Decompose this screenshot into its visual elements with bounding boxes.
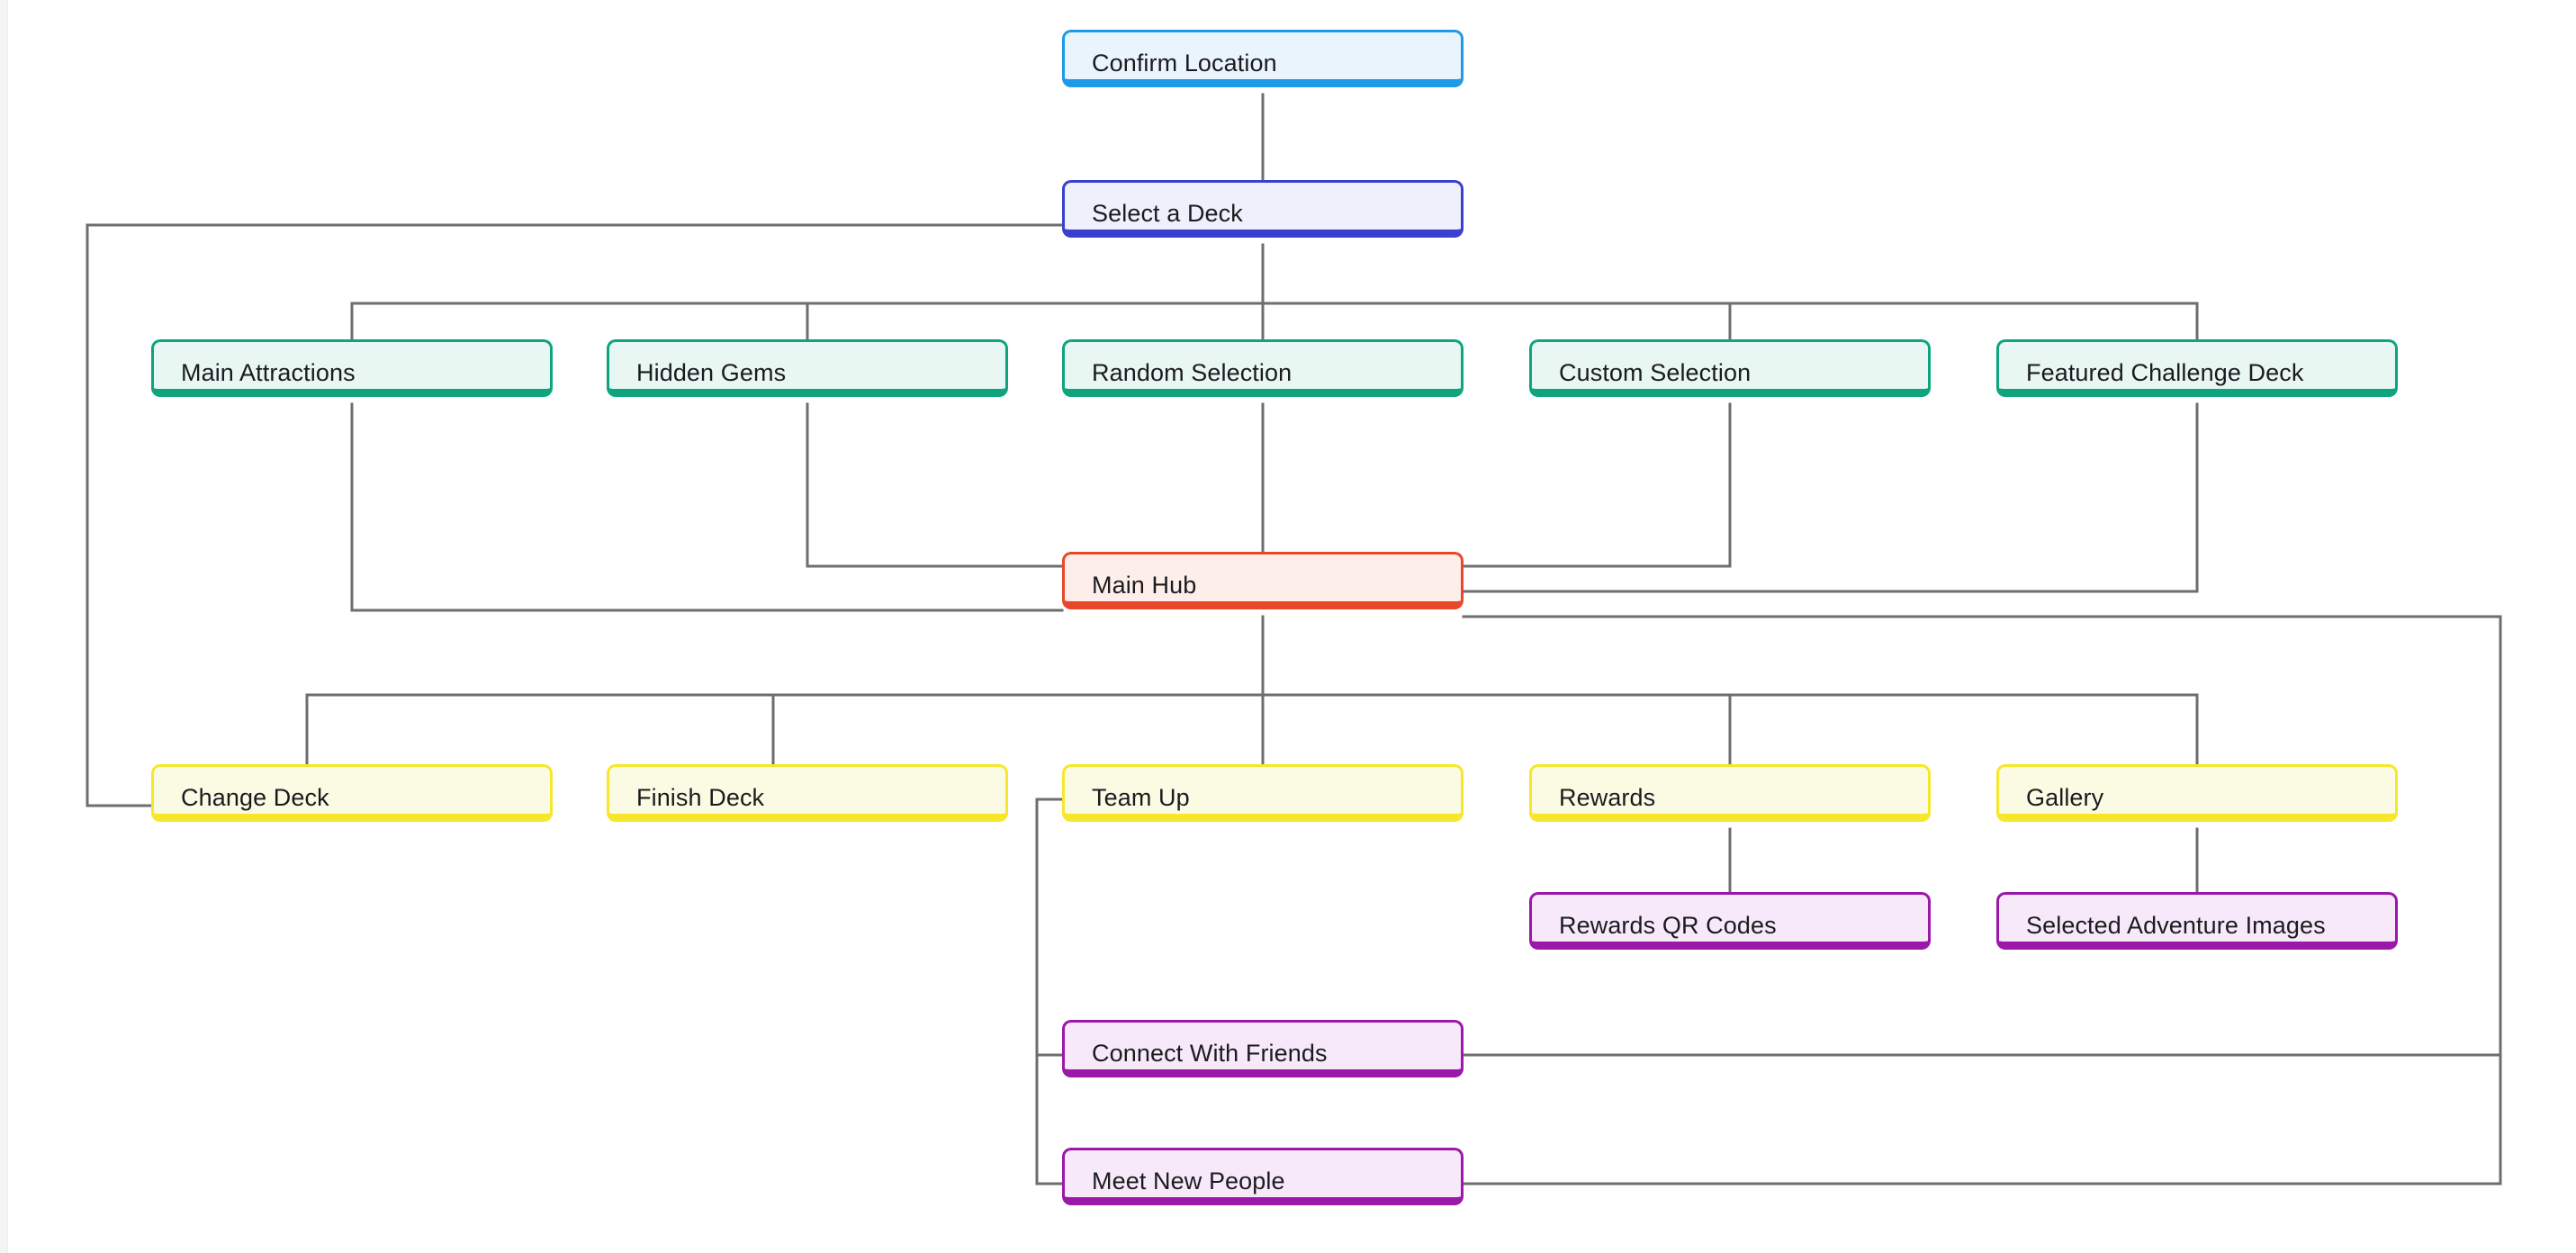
node-featured-deck[interactable]: Featured Challenge Deck xyxy=(1996,339,2398,397)
node-label: Custom Selection xyxy=(1559,359,1752,386)
node-team-up[interactable]: Team Up xyxy=(1062,764,1464,822)
node-label: Team Up xyxy=(1092,784,1190,811)
node-label: Hidden Gems xyxy=(636,359,787,386)
node-connect-friends[interactable]: Connect With Friends xyxy=(1062,1020,1464,1077)
node-change-deck[interactable]: Change Deck xyxy=(151,764,553,822)
node-label: Select a Deck xyxy=(1092,200,1243,227)
edge-main-attractions-to-main-hub xyxy=(350,402,1064,612)
node-label: Finish Deck xyxy=(636,784,765,811)
node-label: Connect With Friends xyxy=(1092,1040,1328,1067)
node-label: Rewards xyxy=(1559,784,1656,811)
node-random-selection[interactable]: Random Selection xyxy=(1062,339,1464,397)
node-label: Random Selection xyxy=(1092,359,1293,386)
node-label: Confirm Location xyxy=(1092,50,1277,77)
edge-team-up-to-meet-new-people xyxy=(1035,798,1064,1185)
edge-connect-friends-to-main-hub xyxy=(1462,615,2502,1057)
left-gutter xyxy=(0,0,8,1253)
node-main-attractions[interactable]: Main Attractions xyxy=(151,339,553,397)
node-custom-selection[interactable]: Custom Selection xyxy=(1529,339,1931,397)
node-label: Selected Adventure Images xyxy=(2026,912,2326,939)
node-hidden-gems[interactable]: Hidden Gems xyxy=(607,339,1008,397)
edge-meet-new-people-to-main-hub xyxy=(1462,615,2502,1185)
node-meet-new-people[interactable]: Meet New People xyxy=(1062,1148,1464,1205)
node-label: Main Attractions xyxy=(181,359,356,386)
node-label: Meet New People xyxy=(1092,1167,1285,1194)
edge-featured-deck-to-main-hub xyxy=(1462,402,2199,593)
edge-hidden-gems-to-main-hub xyxy=(806,402,1064,568)
node-select-a-deck[interactable]: Select a Deck xyxy=(1062,180,1464,238)
node-rewards[interactable]: Rewards xyxy=(1529,764,1931,822)
node-label: Featured Challenge Deck xyxy=(2026,359,2304,386)
node-main-hub[interactable]: Main Hub xyxy=(1062,552,1464,609)
node-rewards-qr-codes[interactable]: Rewards QR Codes xyxy=(1529,892,1931,950)
node-label: Change Deck xyxy=(181,784,329,811)
node-label: Rewards QR Codes xyxy=(1559,912,1777,939)
edge-select-a-deck-to-change-deck xyxy=(86,223,1064,807)
node-label: Gallery xyxy=(2026,784,2104,811)
node-gallery[interactable]: Gallery xyxy=(1996,764,2398,822)
node-adventure-images[interactable]: Selected Adventure Images xyxy=(1996,892,2398,950)
node-finish-deck[interactable]: Finish Deck xyxy=(607,764,1008,822)
node-confirm-location[interactable]: Confirm Location xyxy=(1062,30,1464,87)
node-label: Main Hub xyxy=(1092,572,1197,599)
edge-team-up-to-connect-friends xyxy=(1035,798,1064,1057)
edge-custom-selection-to-main-hub xyxy=(1462,402,1732,568)
